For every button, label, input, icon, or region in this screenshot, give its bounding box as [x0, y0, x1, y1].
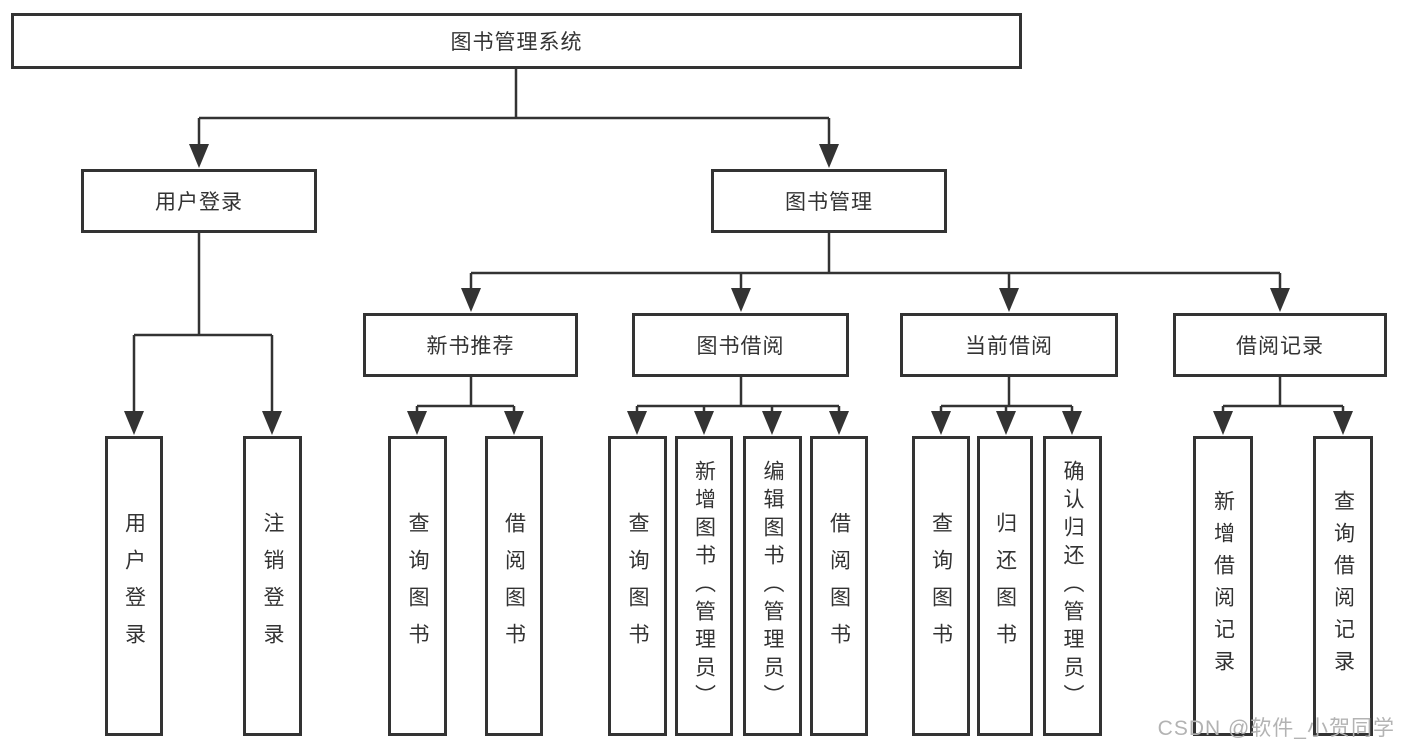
leaf-label: 注销登录 — [261, 512, 285, 660]
leaf-query-books-recommend: 查询图书 — [388, 436, 447, 736]
arrow-icon — [262, 411, 282, 435]
leaf-borrow-books: 借阅图书 — [810, 436, 868, 736]
node-current-borrow: 当前借阅 — [900, 313, 1118, 377]
leaf-query-books-current: 查询图书 — [912, 436, 970, 736]
arrow-icon — [1062, 411, 1082, 435]
leaf-user-login: 用户登录 — [105, 436, 163, 736]
connector-recommend-group — [415, 377, 516, 415]
leaf-add-books-admin: 新增图书（管理员） — [675, 436, 733, 736]
arrow-icon — [694, 411, 714, 435]
connector-records-group — [1221, 377, 1345, 415]
leaf-label: 用户登录 — [122, 512, 147, 660]
connector-book-mgmt-to-level3 — [469, 233, 1282, 292]
leaf-logout: 注销登录 — [243, 436, 302, 736]
node-user-login: 用户登录 — [81, 169, 317, 233]
leaf-label: 借阅图书 — [502, 512, 527, 660]
leaf-label: 查询图书 — [626, 512, 650, 660]
leaf-return-books: 归还图书 — [977, 436, 1033, 736]
leaf-label: 确认归还（管理员） — [1061, 460, 1085, 712]
leaf-edit-books-admin: 编辑图书（管理员） — [743, 436, 802, 736]
leaf-borrow-books-recommend: 借阅图书 — [485, 436, 543, 736]
connector-user-login-group — [132, 233, 274, 415]
leaf-query-borrow-record: 查询借阅记录 — [1313, 436, 1373, 736]
arrow-icon — [1213, 411, 1233, 435]
leaf-label: 查询图书 — [406, 512, 430, 660]
arrow-icon — [189, 144, 209, 168]
arrow-icon — [996, 411, 1016, 435]
watermark: CSDN @软件_小贺同学 — [1157, 717, 1395, 740]
leaf-add-borrow-record: 新增借阅记录 — [1193, 436, 1253, 736]
leaf-label: 新增借阅记录 — [1211, 490, 1236, 682]
arrow-icon — [124, 411, 144, 435]
leaf-query-books-borrow: 查询图书 — [608, 436, 667, 736]
arrow-icon — [504, 411, 524, 435]
arrow-icon — [1333, 411, 1353, 435]
leaf-label: 借阅图书 — [827, 512, 852, 660]
arrow-icon — [731, 288, 751, 312]
connector-root-to-level2 — [197, 69, 831, 148]
leaf-label: 归还图书 — [993, 512, 1018, 660]
node-borrow-records: 借阅记录 — [1173, 313, 1387, 377]
node-book-management: 图书管理 — [711, 169, 947, 233]
arrow-icon — [407, 411, 427, 435]
arrow-icon — [627, 411, 647, 435]
leaf-label: 新增图书（管理员） — [692, 460, 717, 712]
arrow-icon — [1270, 288, 1290, 312]
arrow-icon — [829, 411, 849, 435]
connector-borrow-group — [635, 377, 841, 415]
arrow-icon — [999, 288, 1019, 312]
leaf-label: 编辑图书（管理员） — [761, 460, 785, 712]
node-new-book-recommend: 新书推荐 — [363, 313, 578, 377]
leaf-label: 查询图书 — [929, 512, 954, 660]
node-library-management-system: 图书管理系统 — [11, 13, 1022, 69]
leaf-confirm-return-admin: 确认归还（管理员） — [1043, 436, 1102, 736]
arrow-icon — [461, 288, 481, 312]
arrow-icon — [931, 411, 951, 435]
arrow-icon — [762, 411, 782, 435]
connector-current-group — [939, 377, 1074, 415]
arrow-icon — [819, 144, 839, 168]
node-book-borrow: 图书借阅 — [632, 313, 849, 377]
leaf-label: 查询借阅记录 — [1331, 490, 1356, 682]
